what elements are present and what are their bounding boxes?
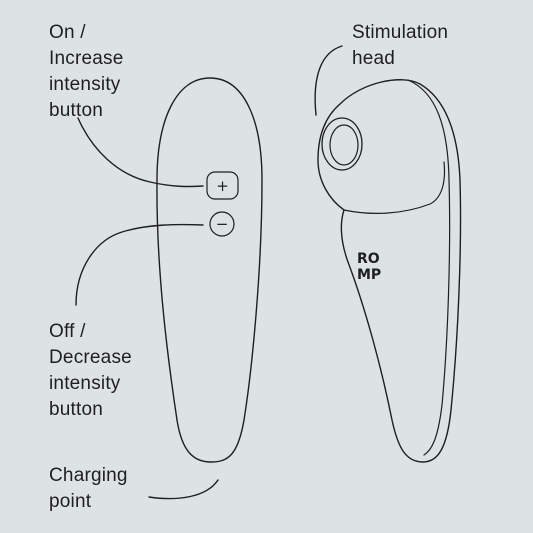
stimulation-head-outer — [321, 117, 363, 171]
label-line: Charging — [49, 465, 128, 486]
label-line: intensity — [49, 74, 121, 95]
label-charging-point: Charging point — [49, 463, 128, 515]
label-line: button — [49, 399, 104, 420]
label-off-decrease: Off / Decrease intensity button — [49, 319, 132, 423]
minus-symbol: − — [216, 215, 229, 233]
plus-symbol: + — [216, 177, 229, 195]
label-line: point — [49, 491, 92, 512]
label-line: Stimulation — [352, 22, 449, 43]
leader-line-on — [77, 117, 204, 188]
decrease-button — [209, 211, 235, 237]
label-line: Off / — [49, 321, 86, 342]
label-line: intensity — [49, 373, 121, 394]
head-seam — [343, 161, 446, 214]
device-side-outline — [317, 79, 462, 463]
stimulation-head-inner — [329, 124, 359, 166]
increase-button — [206, 171, 239, 200]
label-on-increase: On / Increase intensity button — [49, 20, 123, 124]
label-stimulation-head: Stimulation head — [352, 20, 448, 72]
brand-logo-line1: RO — [357, 251, 380, 267]
device-front-outline — [156, 77, 263, 463]
leader-line-charging — [148, 479, 219, 500]
device-back-contour — [407, 79, 451, 456]
leader-line-stimulation — [314, 45, 343, 116]
label-line: On / — [49, 22, 86, 43]
label-line: button — [49, 100, 104, 121]
brand-logo-line2: MP — [357, 267, 381, 283]
device-side-view: RO MP — [317, 79, 462, 463]
label-line: head — [352, 48, 396, 69]
leader-line-off — [75, 223, 204, 306]
label-line: Increase — [49, 48, 124, 69]
label-line: Decrease — [49, 347, 132, 368]
